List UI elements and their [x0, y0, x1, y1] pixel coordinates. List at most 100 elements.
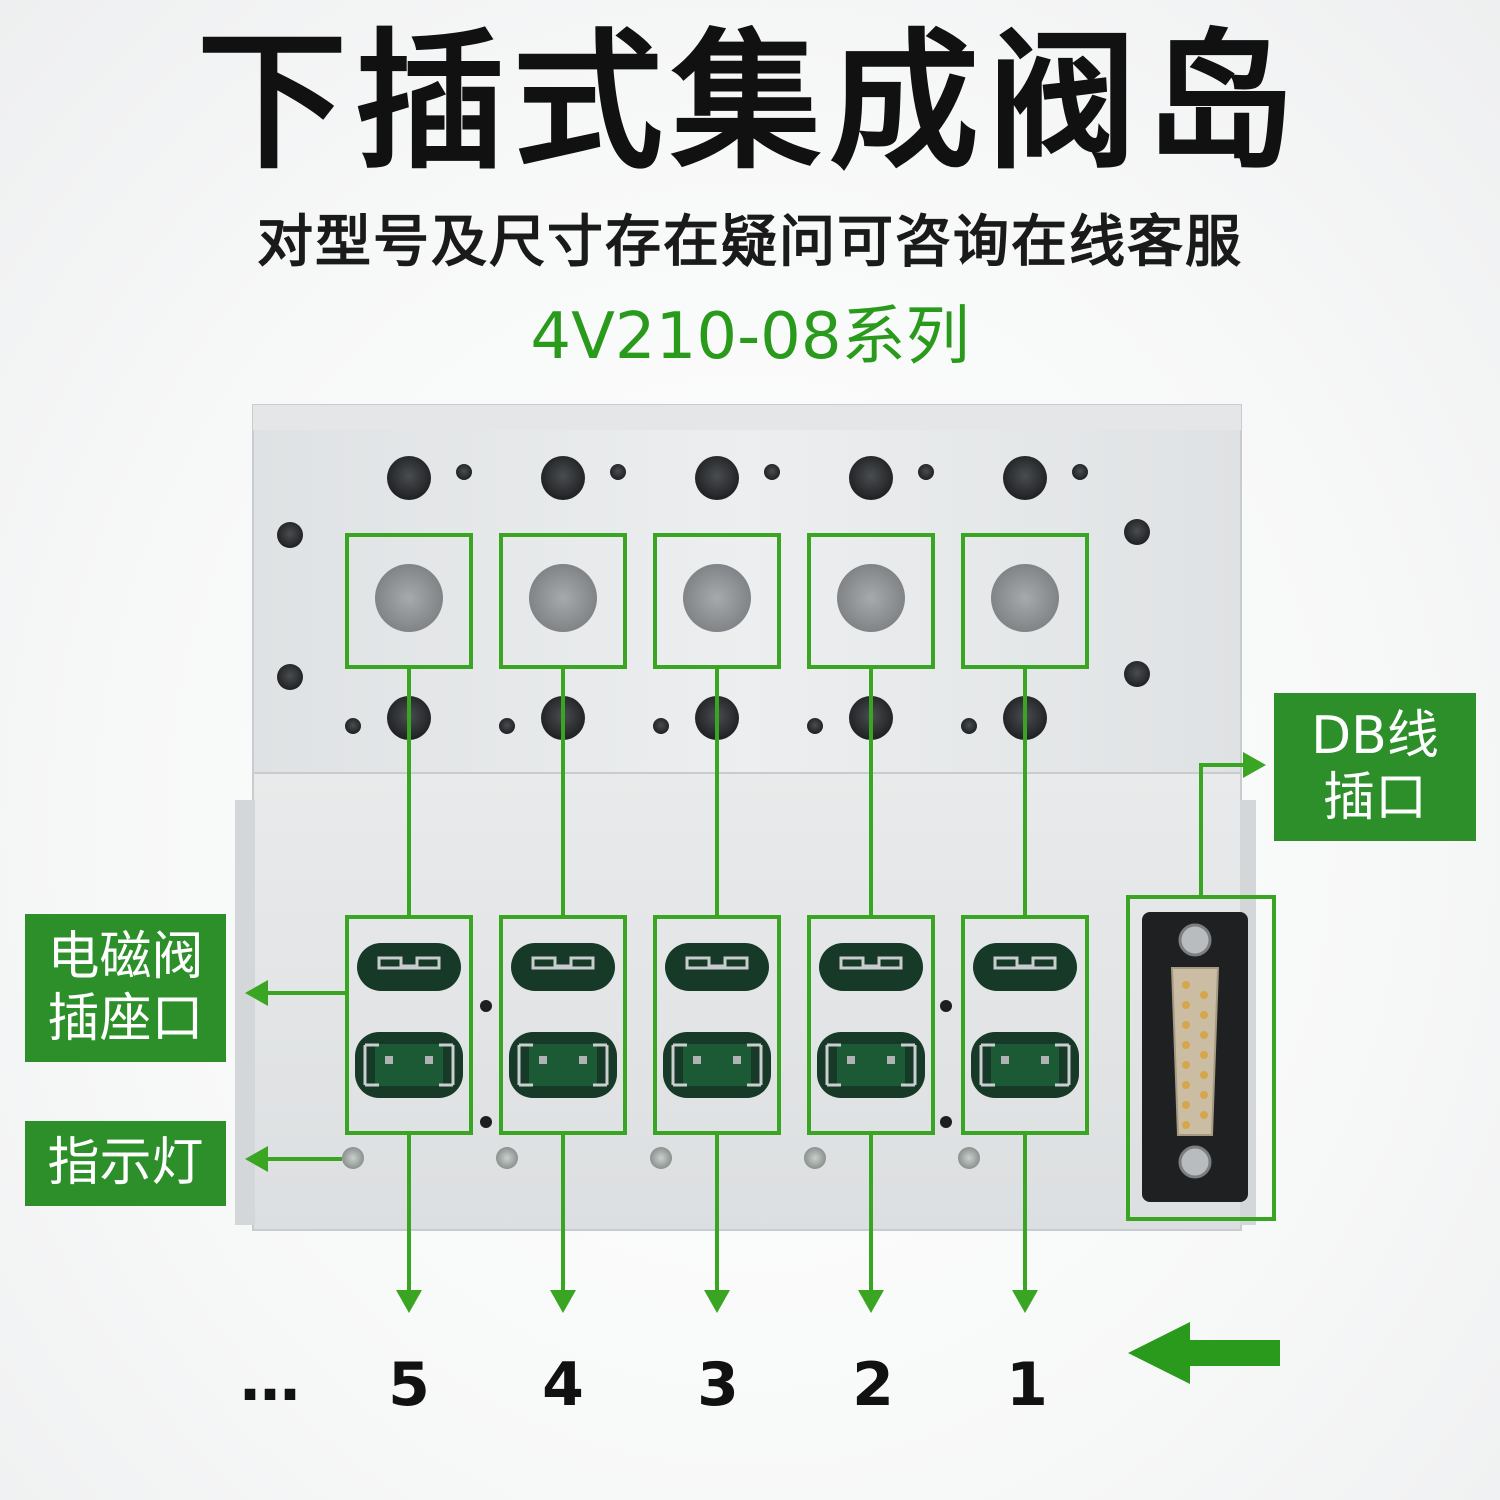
screw-hole — [918, 464, 934, 480]
screw-hole — [499, 718, 515, 734]
page-subtitle: 对型号及尺寸存在疑问可咨询在线客服 — [257, 210, 1243, 275]
port-hole-top — [387, 456, 431, 500]
socket-contact — [685, 956, 749, 970]
socket-contact — [517, 1043, 533, 1087]
valve-port-hole — [529, 564, 597, 632]
db-pin — [1200, 1111, 1208, 1119]
indicator-label: 指示灯 — [25, 1121, 226, 1206]
arrow-head — [396, 1290, 422, 1313]
socket-pin — [425, 1056, 433, 1064]
screw-hole — [610, 464, 626, 480]
db-pin — [1182, 1101, 1190, 1109]
db-port-label-line2: 插口 — [1322, 768, 1427, 828]
db-pin — [1200, 991, 1208, 999]
indicator-led — [496, 1147, 518, 1169]
solenoid-socket-label-line1: 电磁阀 — [47, 926, 204, 987]
socket-dot — [940, 1000, 952, 1012]
indicator-led — [342, 1147, 364, 1169]
socket-dot — [940, 1116, 952, 1128]
socket-pin — [1001, 1056, 1009, 1064]
slot-ellipsis: … — [240, 1345, 300, 1415]
socket-pin — [847, 1056, 855, 1064]
indicator-label-text: 指示灯 — [47, 1133, 204, 1194]
direction-arrow — [1128, 1322, 1280, 1384]
solenoid-sockets — [342, 943, 1079, 1169]
socket-dot — [480, 1116, 492, 1128]
indicator-led — [804, 1147, 826, 1169]
arrow-head — [858, 1290, 884, 1313]
socket-dot — [480, 1000, 492, 1012]
socket-contact — [1055, 1043, 1071, 1087]
indicator-led — [650, 1147, 672, 1169]
db-pin — [1182, 1041, 1190, 1049]
socket-contact — [531, 956, 595, 970]
socket-contact — [993, 956, 1057, 970]
db-pin — [1200, 1071, 1208, 1079]
socket-pcb — [683, 1044, 751, 1086]
port-hole-top — [541, 456, 585, 500]
socket-pin — [733, 1056, 741, 1064]
socket-pin — [539, 1056, 547, 1064]
port-hole-top — [1003, 456, 1047, 500]
socket-contact — [979, 1043, 995, 1087]
db-port-leader — [1199, 752, 1266, 897]
db-pin — [1200, 1031, 1208, 1039]
screw-hole — [345, 718, 361, 734]
screw-hole — [961, 718, 977, 734]
socket-pcb — [991, 1044, 1059, 1086]
series-label: 4V210-08系列 — [530, 300, 970, 374]
db-pin — [1200, 1091, 1208, 1099]
db-pin — [1200, 1011, 1208, 1019]
arrow-head — [704, 1290, 730, 1313]
socket-contact — [671, 1043, 687, 1087]
lower-body — [235, 772, 1256, 1231]
socket-contact — [593, 1043, 609, 1087]
slot-number: 4 — [542, 1350, 584, 1420]
socket-contact — [377, 956, 441, 970]
valve-port-hole — [991, 564, 1059, 632]
solenoid-socket-label: 电磁阀 插座口 — [25, 914, 226, 1062]
db-port-label-line1: DB线 — [1311, 705, 1439, 766]
solenoid-socket-label-line2: 插座口 — [47, 989, 204, 1049]
screw-hole — [456, 464, 472, 480]
socket-pcb — [837, 1044, 905, 1086]
indicator-led — [958, 1147, 980, 1169]
slot-number: 1 — [1006, 1350, 1048, 1420]
db-pin — [1182, 1001, 1190, 1009]
db-pin — [1200, 1051, 1208, 1059]
indicator-leader — [245, 1146, 342, 1172]
db-pin — [1182, 1021, 1190, 1029]
socket-pin — [1041, 1056, 1049, 1064]
socket-contact — [839, 956, 903, 970]
slot-number: 5 — [388, 1350, 430, 1420]
db-connector — [1142, 912, 1248, 1202]
port-hole-top — [695, 456, 739, 500]
db-pin — [1182, 1061, 1190, 1069]
socket-pin — [693, 1056, 701, 1064]
screw-hole — [807, 718, 823, 734]
socket-pcb — [375, 1044, 443, 1086]
slot-number: 3 — [697, 1350, 739, 1420]
slot-number: 2 — [852, 1350, 894, 1420]
screw-hole — [1072, 464, 1088, 480]
slot-port-holes — [345, 456, 1088, 740]
db-pin — [1182, 1081, 1190, 1089]
arrow-head — [550, 1290, 576, 1313]
db-port-label: DB线 插口 — [1274, 693, 1476, 841]
socket-contact — [439, 1043, 455, 1087]
screw-hole — [653, 718, 669, 734]
port-hole-top — [849, 456, 893, 500]
socket-pcb — [529, 1044, 597, 1086]
valve-port-hole — [683, 564, 751, 632]
page-title: 下插式集成阀岛 — [196, 16, 1303, 190]
socket-contact — [901, 1043, 917, 1087]
db-pin — [1182, 1121, 1190, 1129]
socket-contact — [747, 1043, 763, 1087]
socket-contact — [363, 1043, 379, 1087]
db-pin — [1182, 981, 1190, 989]
arrow-head — [1012, 1290, 1038, 1313]
valve-port-hole — [837, 564, 905, 632]
socket-pin — [579, 1056, 587, 1064]
mounting-holes — [277, 519, 1150, 690]
